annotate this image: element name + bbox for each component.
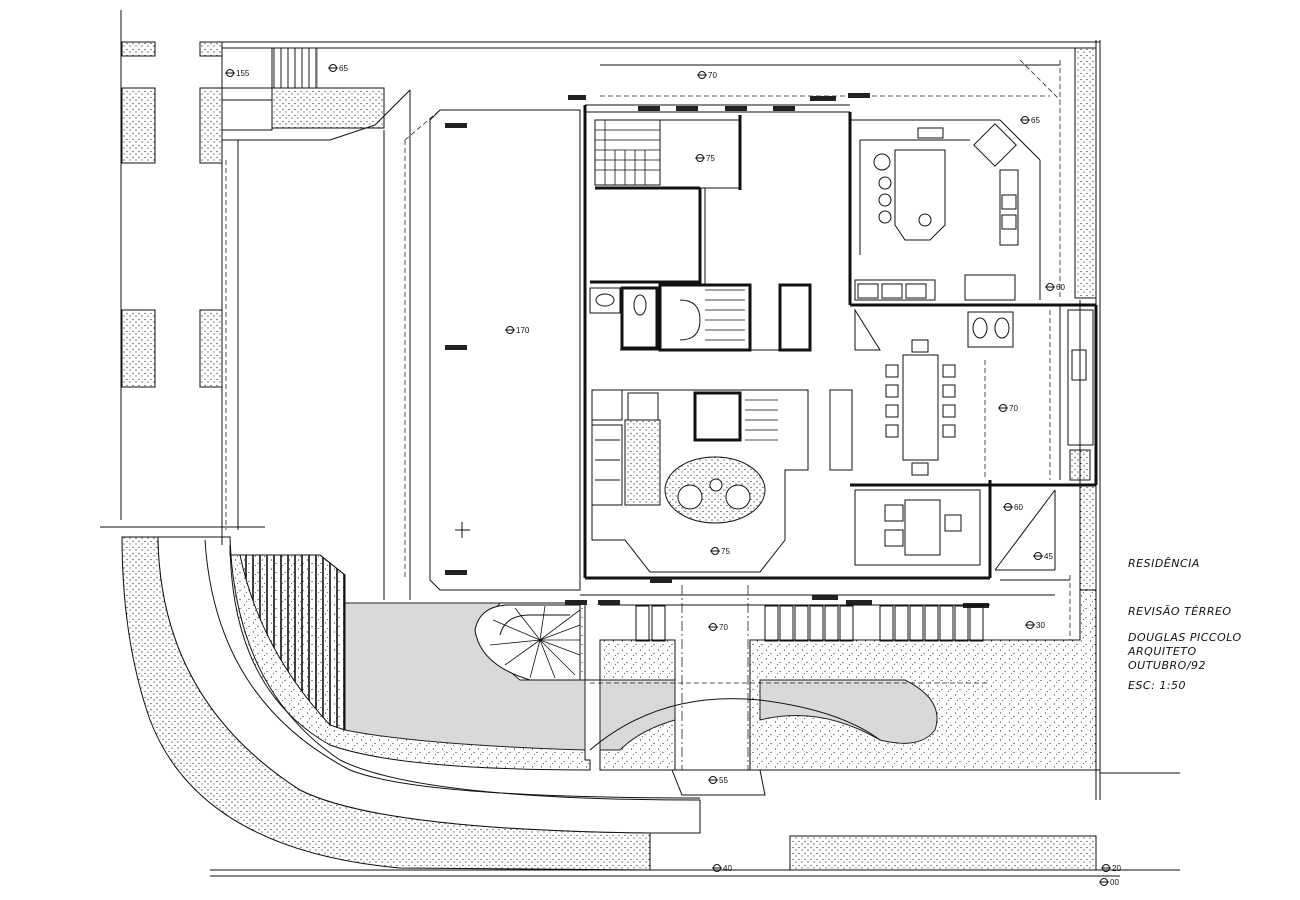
architect-name: DOUGLAS PICCOLO: [1128, 631, 1242, 644]
level-75-living: 75: [721, 547, 730, 556]
sidewalk-blocks-left: [121, 41, 223, 388]
front-veranda: [565, 575, 1071, 642]
level-70-dining: 70: [1009, 404, 1018, 413]
drawing-subtitle: REVISÃO TÉRREO: [1128, 605, 1232, 618]
level-65-kitchen: 65: [1031, 116, 1040, 125]
level-55: 55: [719, 776, 728, 785]
level-20: 20: [1112, 864, 1121, 873]
outline-dashes: [600, 300, 1100, 771]
service-block: [589, 283, 812, 352]
level-60-office: 60: [1014, 503, 1023, 512]
level-70-veranda: 70: [719, 623, 728, 632]
curved-sidewalk: [121, 536, 1097, 871]
entrance-ramp-stairs: [230, 554, 346, 731]
architect-role: ARQUITETO: [1127, 645, 1197, 658]
drawing-date: OUTUBRO/92: [1128, 659, 1206, 672]
level-45: 45: [1044, 552, 1053, 561]
paved-terrace: [344, 602, 938, 751]
level-60-upper: 60: [1056, 283, 1065, 292]
top-windows: [568, 93, 870, 111]
level-75-upper: 75: [706, 154, 715, 163]
drawing-scale: ESC: 1:50: [1128, 679, 1186, 692]
living-room: [591, 389, 853, 573]
dining-room: [854, 308, 1014, 480]
central-walkway: [590, 585, 990, 796]
office: [854, 489, 1056, 571]
level-155: 155: [236, 69, 250, 78]
central-court: [404, 109, 581, 591]
driveway: [221, 47, 411, 600]
house-walls: [583, 59, 1098, 580]
drawing-title: RESIDÊNCIA: [1128, 557, 1200, 570]
spiral-stair: [474, 604, 581, 681]
level-markers: 155 65 70 65 75 170 60 70 60 75 45 70 30…: [225, 64, 1121, 887]
level-70-top: 70: [708, 71, 717, 80]
kitchen: [854, 123, 1019, 301]
level-65: 65: [339, 64, 348, 73]
level-30: 30: [1036, 621, 1045, 630]
level-00: 00: [1110, 878, 1119, 887]
level-40: 40: [723, 864, 732, 873]
title-block: RESIDÊNCIA REVISÃO TÉRREO DOUGLAS PICCOL…: [1127, 557, 1242, 692]
staircase-upper: [590, 115, 742, 285]
level-170: 170: [516, 326, 530, 335]
